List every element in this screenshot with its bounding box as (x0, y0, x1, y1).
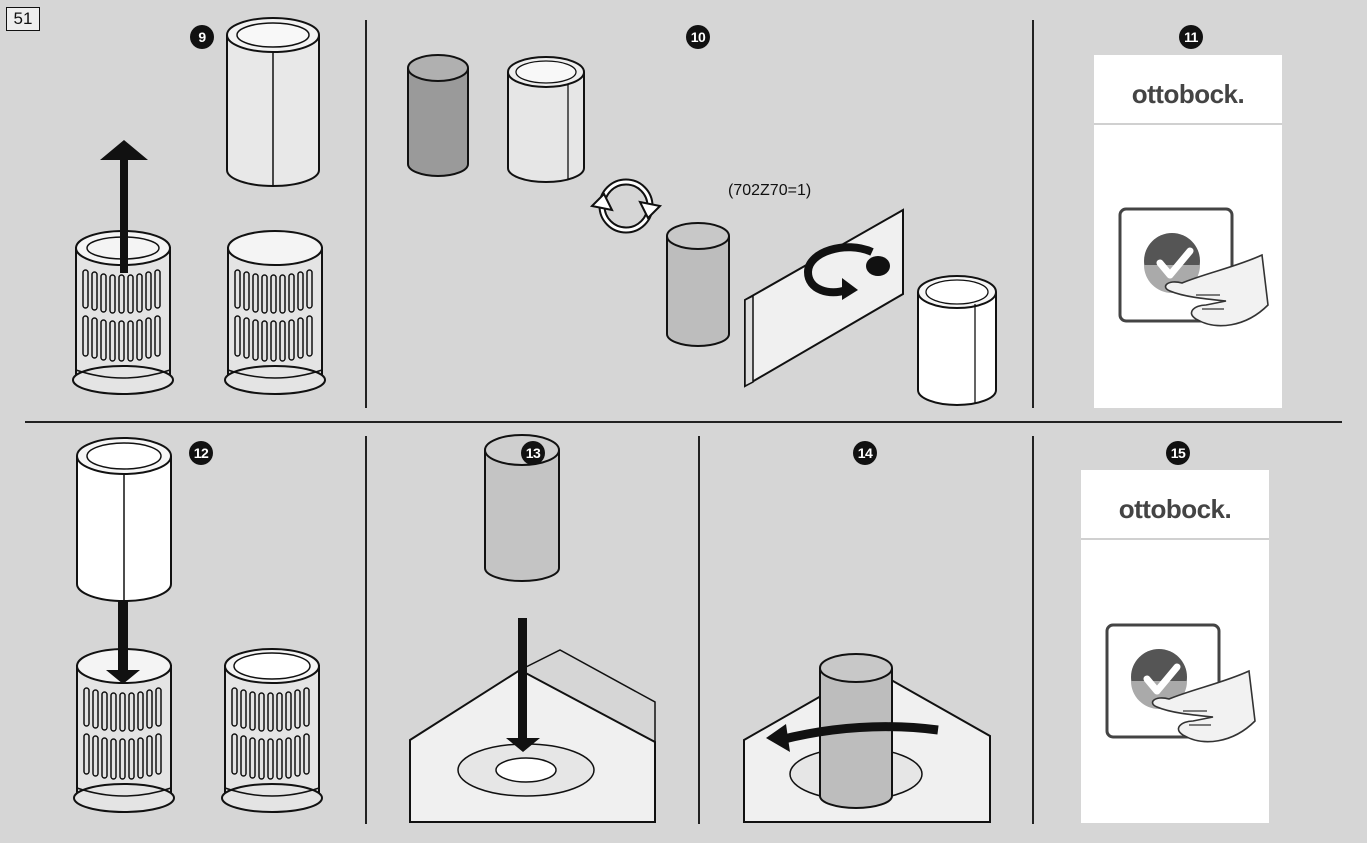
step-9-illustration (73, 18, 325, 394)
step-number: 14 (853, 441, 877, 465)
step-14-illustration (744, 654, 990, 822)
step-13-illustration (410, 435, 655, 822)
step-10-illustration (408, 55, 996, 405)
swap-cycle-icon (592, 182, 660, 230)
step-number: 11 (1179, 25, 1203, 49)
step-number: 12 (189, 441, 213, 465)
step-number: 10 (686, 25, 710, 49)
step-number: 13 (521, 441, 545, 465)
step-number: 9 (190, 25, 214, 49)
step-number: 15 (1166, 441, 1190, 465)
step-15-illustration (1107, 625, 1255, 742)
step-11-illustration (1120, 209, 1268, 326)
step-12-illustration (74, 438, 322, 812)
product-code-label: (702Z70=1) (728, 182, 811, 200)
